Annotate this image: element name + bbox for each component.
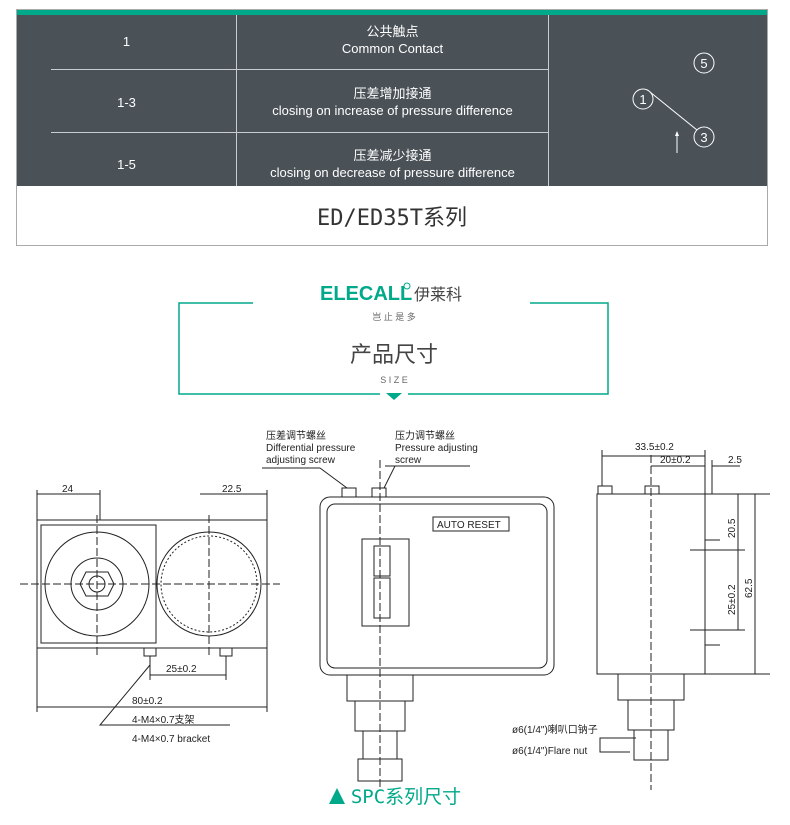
footer-caption: SPC系列尺寸: [0, 782, 790, 809]
bracket-cn: 4-M4×0.7支架: [132, 714, 195, 726]
registered-icon: [403, 282, 411, 290]
desc-cn: 压差增加接通: [353, 86, 432, 101]
dim-20: 20±0.2: [660, 455, 691, 466]
press-screw-en2: screw: [395, 455, 422, 466]
front-view-left: [20, 490, 280, 726]
terminal-1: 1: [639, 92, 646, 107]
desc-cn: 压差减少接通: [353, 148, 432, 163]
down-triangle-icon: [386, 393, 402, 400]
dim-24: 24: [62, 484, 74, 495]
contact-diagram: 5 1 3: [632, 52, 715, 153]
row-code: 1: [122, 34, 131, 49]
dimension-drawing: 24 22.5 25±0.2 80±0.2 4-M4×0.7支架 4-M4×0.…: [20, 429, 770, 790]
side-view-right: [596, 450, 770, 790]
accent-bar: [17, 10, 767, 15]
auto-reset-label: AUTO RESET: [437, 520, 501, 531]
terminal-5: 5: [700, 56, 707, 71]
diff-screw-en1: Differential pressure: [266, 443, 356, 454]
desc-en: Common Contact: [341, 41, 444, 56]
section-subtitle: S I Z E: [380, 375, 408, 385]
front-view-middle: [262, 460, 555, 790]
desc-cn: 公共触点: [366, 24, 419, 39]
terminal-3: 3: [700, 130, 707, 145]
dim-25: 25±0.2: [166, 664, 197, 675]
caption-text: SPC系列尺寸: [350, 786, 462, 808]
press-screw-en1: Pressure adjusting: [395, 443, 478, 454]
series-title: ED/ED35T系列: [317, 206, 467, 231]
dim-22-5: 22.5: [222, 484, 242, 495]
desc-en: closing on increase of pressure differen…: [272, 103, 513, 118]
brand-logo-cn: 伊莱科: [414, 286, 462, 304]
dim-80: 80±0.2: [132, 696, 163, 707]
flare-nut-en: ø6(1/4")Flare nut: [512, 746, 587, 757]
flare-nut-cn: ø6(1/4")喇叭口钠子: [512, 723, 598, 736]
dim-33-5: 33.5±0.2: [635, 442, 674, 453]
brand-logo: ELECALL: [320, 283, 412, 305]
dim-25-v: 25±0.2: [727, 584, 738, 615]
triangle-up-icon: [328, 787, 345, 804]
row-desc: 压差增加接通 closing on increase of pressure di…: [237, 85, 548, 119]
section-title: 产品尺寸: [350, 342, 438, 367]
dim-20-5: 20.5: [727, 518, 738, 538]
diff-screw-cn: 压差调节螺丝: [266, 429, 326, 442]
press-screw-cn: 压力调节螺丝: [395, 429, 455, 442]
slogan: 岂 止 是 多: [372, 311, 416, 322]
dim-62-5: 62.5: [744, 578, 755, 598]
contact-table-panel: 1 公共触点 Common Contact 1-3 压差增加接通 closing o…: [16, 9, 768, 246]
contact-table: 1 公共触点 Common Contact 1-3 压差增加接通 closing o…: [17, 15, 767, 186]
size-header: ELECALL 伊莱科 岂 止 是 多 产品尺寸 S I Z E: [178, 282, 609, 400]
row-desc: 压差减少接通 closing on decrease of pressure di…: [237, 147, 548, 181]
row-code: 1-3: [117, 95, 136, 110]
bracket-en: 4-M4×0.7 bracket: [132, 734, 210, 745]
diff-screw-en2: adjusting screw: [266, 455, 336, 466]
row-code: 1-5: [117, 157, 136, 172]
dim-2-5: 2.5: [728, 455, 742, 466]
desc-en: closing on decrease of pressure differen…: [270, 165, 515, 180]
row-desc: 公共触点 Common Contact: [237, 23, 548, 57]
